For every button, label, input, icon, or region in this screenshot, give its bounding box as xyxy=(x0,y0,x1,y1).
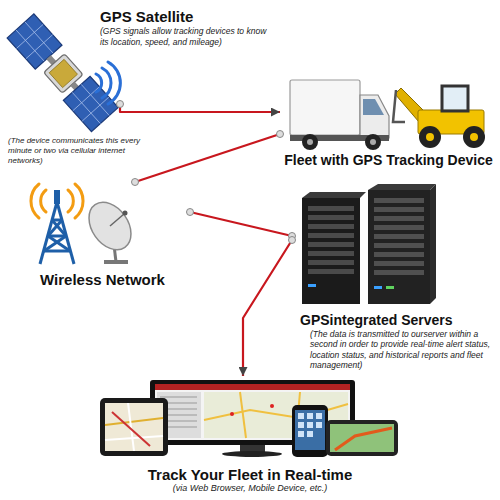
dish-icon xyxy=(80,194,139,264)
tower-icon xyxy=(31,184,83,264)
connector-dot xyxy=(132,179,139,186)
server-icon xyxy=(302,184,436,304)
node-title: GPS Satellite xyxy=(100,8,272,26)
gps-unit-icon xyxy=(326,420,398,456)
signal-waves xyxy=(96,62,120,104)
tablet-icon xyxy=(100,398,168,456)
node-title: Fleet with GPS Tracking Device xyxy=(283,152,494,169)
note-label: (The device communicates this every minu… xyxy=(8,136,153,166)
wireless-node: Wireless Network xyxy=(15,182,190,292)
node-title: GPSintegrated Servers xyxy=(300,312,492,329)
server-node: GPSintegrated Servers(The data is transm… xyxy=(292,184,496,374)
connector xyxy=(135,134,280,182)
node-subtitle: (via Web Browser, Mobile Device, etc.) xyxy=(98,483,402,494)
connector xyxy=(243,240,292,376)
connector-dot xyxy=(277,131,284,138)
node-subtitle: (The data is transmitted to ourserver wi… xyxy=(300,329,492,372)
node-subtitle: (GPS signals allow tracking devices to k… xyxy=(100,26,272,47)
connector-dot xyxy=(187,209,194,216)
connector-dot xyxy=(117,101,124,108)
node-title: Track Your Fleet in Real-time xyxy=(98,466,402,483)
monitor-icon xyxy=(150,380,355,457)
truck-icon xyxy=(290,80,389,150)
fleet-node: Fleet with GPS Tracking Device xyxy=(280,72,497,172)
loader-icon xyxy=(393,86,485,148)
track-node: Track Your Fleet in Real-time(via Web Br… xyxy=(95,376,405,497)
connector xyxy=(190,212,292,236)
satellite-node: GPS Satellite(GPS signals allow tracking… xyxy=(98,6,276,104)
phone-icon xyxy=(292,405,328,457)
connector xyxy=(120,104,280,112)
connector-dot xyxy=(289,237,296,244)
node-title: Wireless Network xyxy=(18,271,187,289)
